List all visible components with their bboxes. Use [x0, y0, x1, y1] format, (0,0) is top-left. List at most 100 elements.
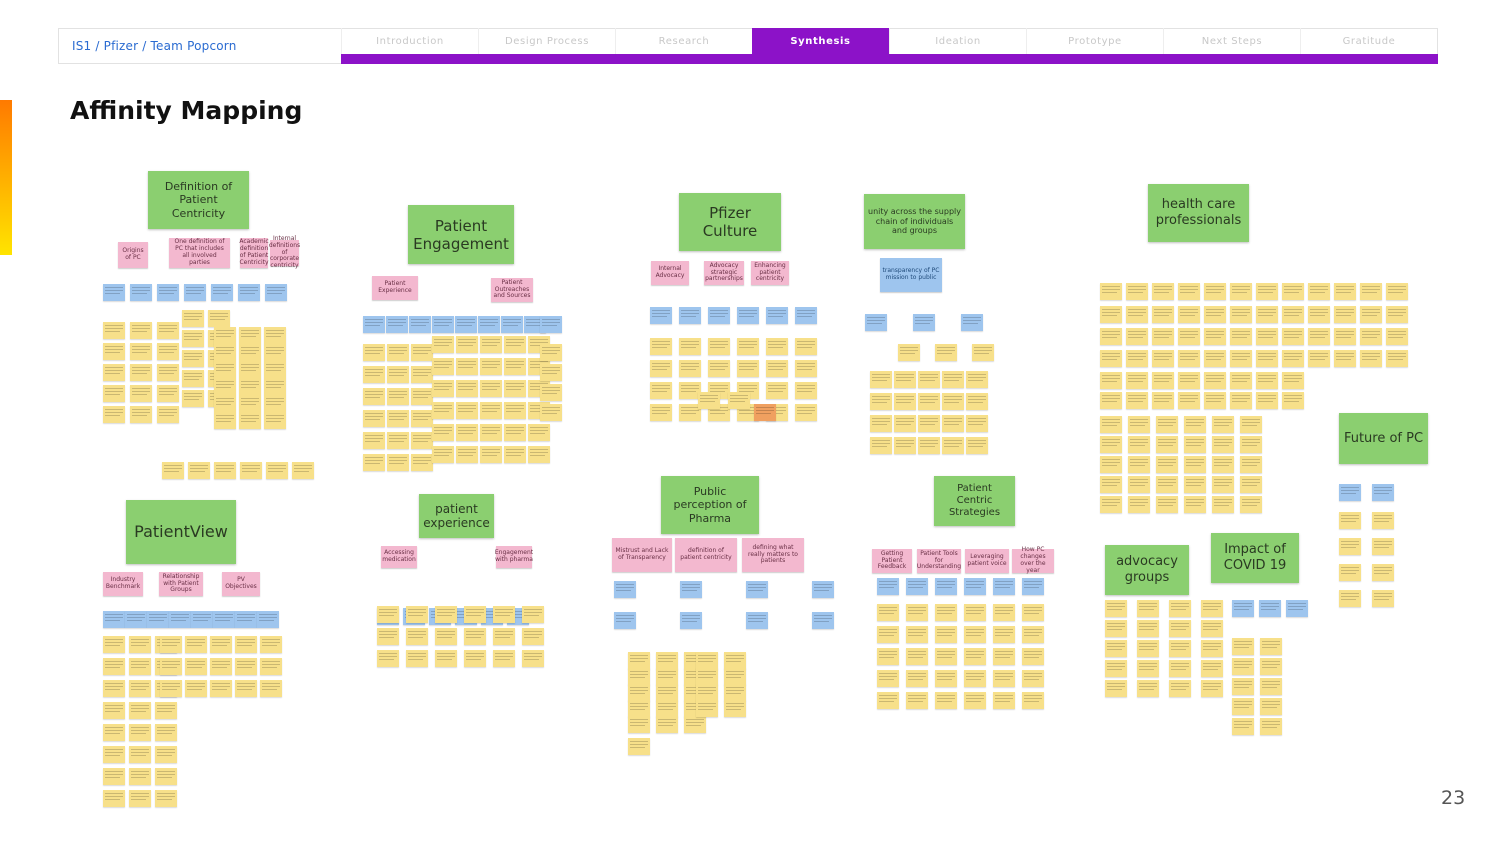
- sticky-note: [540, 344, 562, 361]
- sticky-note: [456, 358, 478, 375]
- sticky-note: [1260, 698, 1282, 715]
- sticky-note: [964, 670, 986, 687]
- sticky-note: [795, 360, 817, 377]
- sticky-note: [1156, 416, 1178, 433]
- sticky-note: [698, 392, 720, 409]
- tab-next-steps[interactable]: Next Steps: [1163, 28, 1300, 54]
- sticky-note: [906, 692, 928, 709]
- sticky-note: [1212, 456, 1234, 473]
- sticky-note: [1260, 658, 1282, 675]
- sticky-note: [894, 437, 916, 454]
- sticky-note: [130, 406, 152, 423]
- sticky-note: [411, 388, 433, 405]
- sticky-note: [1100, 328, 1122, 345]
- label-advocacy-partnerships: Advocacy strategic partnerships: [704, 261, 744, 285]
- sticky-note: [260, 658, 282, 675]
- label-academic-definition: Academic definition of Patient Centricit…: [239, 238, 269, 268]
- tab-ideation[interactable]: Ideation: [889, 28, 1026, 54]
- sticky-note: [1372, 564, 1394, 581]
- sticky-note: [737, 338, 759, 355]
- sticky-note: [1201, 600, 1223, 617]
- sticky-note: [129, 790, 151, 807]
- sticky-note: [964, 604, 986, 621]
- label-internal-definitions: Internal definitions of corporate centri…: [268, 234, 301, 270]
- sticky-note: [191, 611, 213, 628]
- tab-research[interactable]: Research: [615, 28, 752, 54]
- sticky-note: [387, 388, 409, 405]
- sticky-note: [504, 424, 526, 441]
- label-relationship-with-patient-groups: Relationship with Patient Groups: [159, 572, 203, 596]
- tab-prototype[interactable]: Prototype: [1026, 28, 1163, 54]
- sticky-note: [1339, 564, 1361, 581]
- sticky-note: [182, 330, 204, 347]
- sticky-note: [406, 650, 428, 667]
- sticky-note: [239, 395, 261, 412]
- sticky-note: [966, 437, 988, 454]
- sticky-note: [679, 382, 701, 399]
- sticky-note: [480, 358, 502, 375]
- sticky-note: [169, 611, 191, 628]
- tab-gratitude[interactable]: Gratitude: [1300, 28, 1437, 54]
- sticky-note: [157, 322, 179, 339]
- label-patient-tools: Patient Tools for Understanding: [917, 549, 961, 573]
- sticky-note: [103, 702, 125, 719]
- sticky-note: [935, 670, 957, 687]
- sticky-note: [480, 402, 502, 419]
- sticky-note: [1212, 416, 1234, 433]
- sticky-note: [129, 768, 151, 785]
- sticky-note: [650, 307, 672, 324]
- sticky-note: [1232, 638, 1254, 655]
- tab-synthesis[interactable]: Synthesis: [752, 28, 889, 54]
- sticky-note: [877, 692, 899, 709]
- sticky-note: [1201, 640, 1223, 657]
- label-patient-experience: Patient Experience: [372, 276, 418, 300]
- sticky-note: [1156, 496, 1178, 513]
- sticky-note: [918, 437, 940, 454]
- sticky-note: [155, 702, 177, 719]
- sticky-note: [1100, 416, 1122, 433]
- sticky-note: [386, 316, 408, 333]
- sticky-note: [877, 670, 899, 687]
- sticky-note: [1152, 306, 1174, 323]
- sticky-note: [1372, 484, 1394, 501]
- sticky-note: [942, 371, 964, 388]
- breadcrumb[interactable]: IS1 / Pfizer / Team Popcorn: [72, 39, 237, 53]
- sticky-note: [1256, 392, 1278, 409]
- sticky-note: [898, 344, 920, 361]
- sticky-note: [493, 606, 515, 623]
- sticky-note: [493, 650, 515, 667]
- sticky-note: [1184, 476, 1206, 493]
- label-definition-of-patient-centricity: definition of patient centricity: [675, 538, 737, 572]
- sticky-note: [656, 652, 678, 669]
- sticky-note: [147, 611, 169, 628]
- sticky-note: [724, 684, 746, 701]
- sticky-note: [1232, 698, 1254, 715]
- sticky-note: [1308, 306, 1330, 323]
- sticky-note: [680, 612, 702, 629]
- tab-introduction[interactable]: Introduction: [341, 28, 478, 54]
- sticky-note: [1100, 476, 1122, 493]
- sticky-note: [918, 371, 940, 388]
- sticky-note: [103, 790, 125, 807]
- sticky-note: [679, 404, 701, 421]
- sticky-note: [1128, 476, 1150, 493]
- sticky-note: [265, 284, 287, 301]
- sticky-note: [1360, 306, 1382, 323]
- tab-design-process[interactable]: Design Process: [478, 28, 615, 54]
- sticky-note: [387, 454, 409, 471]
- sticky-note: [1256, 328, 1278, 345]
- sticky-note: [1386, 306, 1408, 323]
- sticky-note: [1282, 350, 1304, 367]
- sticky-note: [1334, 350, 1356, 367]
- sticky-note: [724, 668, 746, 685]
- sticky-note: [478, 316, 500, 333]
- sticky-note: [157, 284, 179, 301]
- sticky-note: [1126, 350, 1148, 367]
- sticky-note: [1156, 436, 1178, 453]
- sticky-note: [504, 336, 526, 353]
- sticky-note: [188, 462, 210, 479]
- sticky-note: [935, 648, 957, 665]
- sticky-note: [1169, 620, 1191, 637]
- sticky-note: [377, 628, 399, 645]
- sticky-note: [696, 652, 718, 669]
